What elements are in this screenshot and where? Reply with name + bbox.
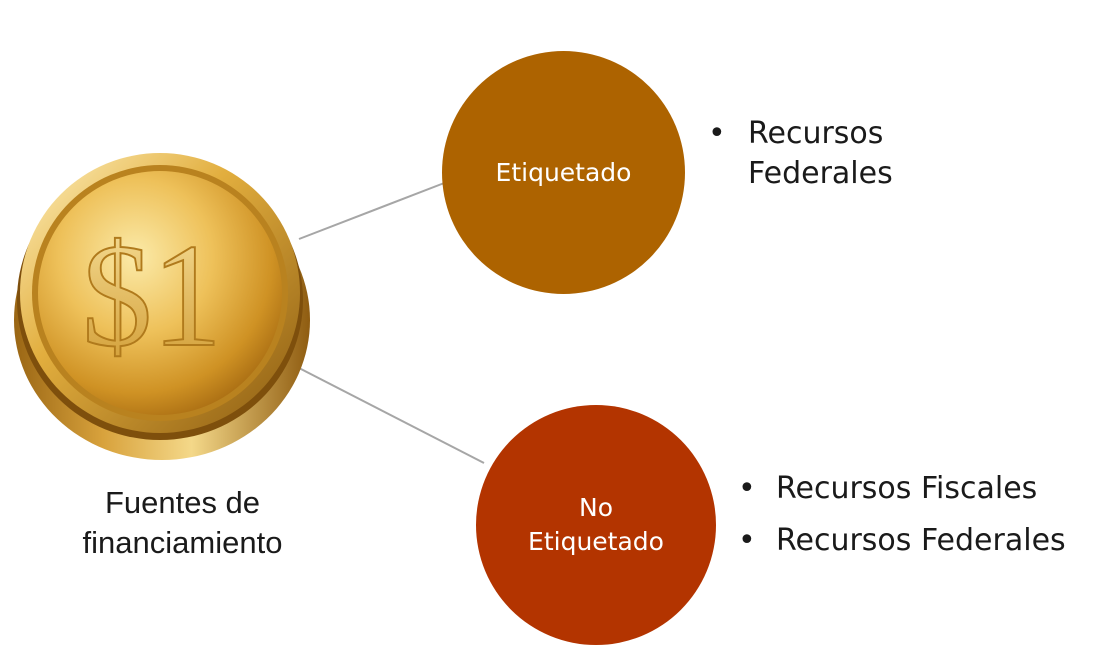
node-no-etiquetado: No Etiquetado [476, 405, 716, 645]
bullet-item: • Recursos Federales [708, 114, 938, 194]
bullet-list-no-etiquetado: • Recursos Fiscales • Recursos Federales [738, 463, 1066, 567]
node-label-line-2: Etiquetado [528, 527, 664, 556]
bullet-list-etiquetado: • Recursos Federales [708, 114, 938, 194]
diagram-canvas: $1 [14, 153, 485, 464]
bullet-item: • Recursos Federales [738, 515, 1066, 567]
bullet-dot-icon: • [738, 523, 756, 558]
node-label-line-1: No [579, 493, 613, 522]
coin-symbol: $1 [82, 214, 222, 378]
bullet-text: Recursos Fiscales [776, 471, 1038, 506]
connector-line-bottom [298, 367, 485, 464]
bullet-text: Recursos Federales [776, 523, 1066, 558]
bullet-dot-icon: • [738, 471, 756, 506]
node-etiquetado: Etiquetado [442, 51, 685, 294]
coin-icon: $1 [14, 153, 310, 460]
node-label: Etiquetado [495, 157, 632, 187]
bullet-dot-icon: • [708, 116, 726, 151]
bullet-item: • Recursos Fiscales [738, 463, 1066, 515]
coin-caption: Fuentes de financiamiento [82, 485, 283, 560]
bullet-text: Recursos Federales [748, 116, 893, 191]
connector-line-top [298, 179, 453, 240]
